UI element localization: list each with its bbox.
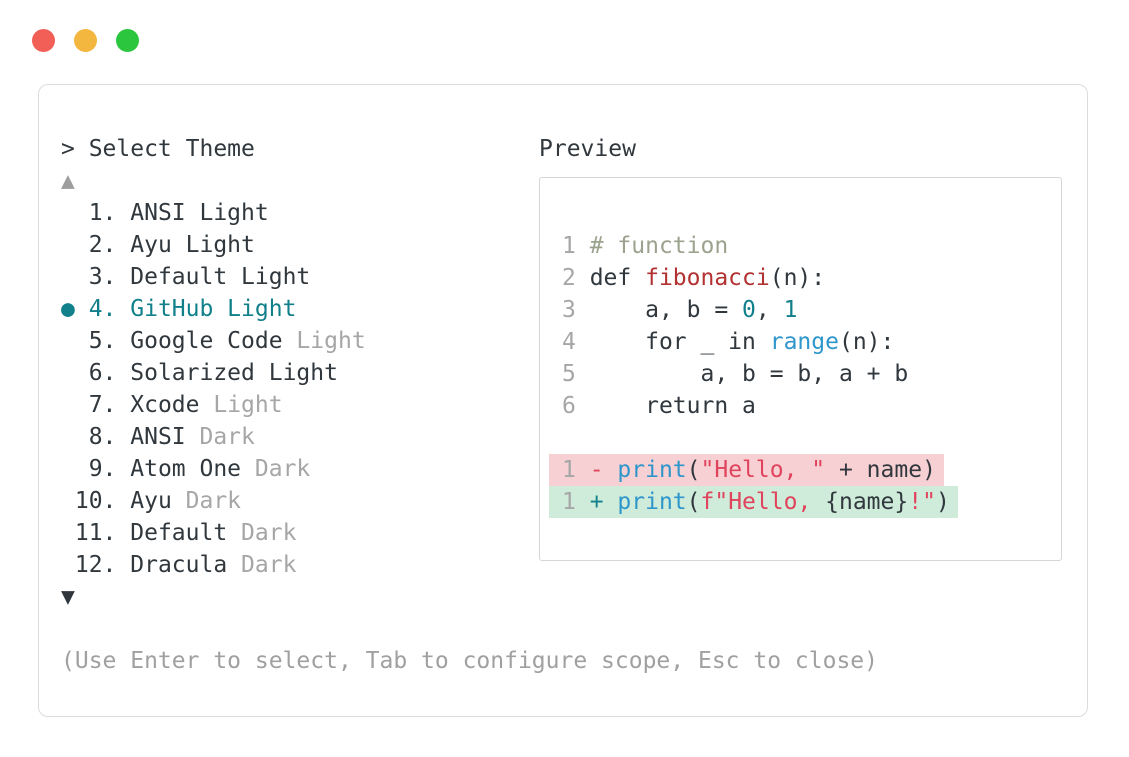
item-suffix: Light bbox=[199, 392, 283, 418]
picker-header: > Select Theme Preview bbox=[61, 133, 1065, 165]
item-suffix: Dark bbox=[227, 520, 297, 546]
item-name: ANSI Light bbox=[130, 200, 269, 226]
window-controls bbox=[32, 29, 139, 52]
code-line: 5 a, b = b, a + b bbox=[562, 361, 909, 387]
theme-item-default-light[interactable]: 3. Default Light bbox=[61, 261, 539, 293]
item-name: GitHub Light bbox=[130, 296, 297, 322]
item-prefix: 9. bbox=[61, 456, 131, 482]
scroll-down-icon[interactable]: ▼ bbox=[61, 584, 75, 610]
item-name: Atom One bbox=[130, 456, 242, 482]
code-line: 4 for _ in range(n): bbox=[562, 329, 895, 355]
item-prefix: 10. bbox=[61, 488, 131, 514]
item-prefix: 7. bbox=[61, 392, 131, 418]
item-name: Solarized Light bbox=[130, 360, 338, 386]
code-line: 2 def fibonacci(n): bbox=[562, 265, 826, 291]
selected-dot-icon: ● 4. bbox=[61, 296, 131, 322]
item-name: ANSI bbox=[130, 424, 186, 450]
minimize-button[interactable] bbox=[74, 29, 97, 52]
item-suffix: Dark bbox=[171, 488, 242, 514]
code-line: 6 return a bbox=[562, 393, 756, 419]
item-prefix: 3. bbox=[61, 264, 131, 290]
item-suffix: Dark bbox=[241, 456, 311, 482]
theme-list: ▲ 1. ANSI Light 2. Ayu Light 3. Default … bbox=[61, 165, 539, 613]
item-name: Default bbox=[130, 520, 228, 546]
theme-item-solarized-light[interactable]: 6. Solarized Light bbox=[61, 357, 539, 389]
item-prefix: 12. bbox=[61, 552, 131, 578]
theme-item-xcode-light[interactable]: 7. Xcode Light bbox=[61, 389, 539, 421]
scroll-up-icon[interactable]: ▲ bbox=[61, 168, 75, 194]
item-prefix: 8. bbox=[61, 424, 131, 450]
item-name: Xcode bbox=[130, 392, 200, 418]
diff-line-added: 1 + print(f"Hello, {name}!") bbox=[549, 486, 1061, 518]
theme-item-ansi-light[interactable]: 1. ANSI Light bbox=[61, 197, 539, 229]
item-prefix: 11. bbox=[61, 520, 131, 546]
code-line: 1 # function bbox=[562, 233, 729, 259]
theme-item-ayu-light[interactable]: 2. Ayu Light bbox=[61, 229, 539, 261]
theme-item-default-dark[interactable]: 11. Default Dark bbox=[61, 517, 539, 549]
item-prefix: 6. bbox=[61, 360, 131, 386]
code-blank-line bbox=[562, 422, 1061, 454]
theme-item-ansi-dark[interactable]: 8. ANSI Dark bbox=[61, 421, 539, 453]
diff-line-removed: 1 - print("Hello, " + name) bbox=[549, 454, 1061, 486]
theme-picker-window: > Select Theme Preview ▲ 1. ANSI Light 2… bbox=[38, 84, 1088, 717]
item-suffix: Dark bbox=[227, 552, 297, 578]
theme-item-atom-one-dark[interactable]: 9. Atom One Dark bbox=[61, 453, 539, 485]
preview-label: Preview bbox=[539, 136, 636, 162]
item-name: Dracula bbox=[130, 552, 228, 578]
theme-item-ayu-dark[interactable]: 10. Ayu Dark bbox=[61, 485, 539, 517]
item-prefix: 1. bbox=[61, 200, 131, 226]
picker-title: > Select Theme bbox=[61, 136, 255, 162]
item-name: Default Light bbox=[130, 264, 311, 290]
preview-pane: 1 # function 2 def fibonacci(n): 3 a, b … bbox=[539, 177, 1062, 561]
item-prefix: 2. bbox=[61, 232, 131, 258]
keyboard-hints: (Use Enter to select, Tab to configure s… bbox=[61, 648, 878, 674]
item-prefix: 5. bbox=[61, 328, 131, 354]
theme-item-github-light-selected[interactable]: ● 4. GitHub Light bbox=[61, 293, 539, 325]
item-name: Google Code bbox=[130, 328, 283, 354]
code-line: 3 a, b = 0, 1 bbox=[562, 297, 798, 323]
item-name: Ayu Light bbox=[130, 232, 255, 258]
item-name: Ayu bbox=[130, 488, 172, 514]
item-suffix: Dark bbox=[185, 424, 255, 450]
theme-item-dracula-dark[interactable]: 12. Dracula Dark bbox=[61, 549, 539, 581]
theme-item-google-code-light[interactable]: 5. Google Code Light bbox=[61, 325, 539, 357]
item-suffix: Light bbox=[282, 328, 366, 354]
maximize-button[interactable] bbox=[116, 29, 139, 52]
close-button[interactable] bbox=[32, 29, 55, 52]
